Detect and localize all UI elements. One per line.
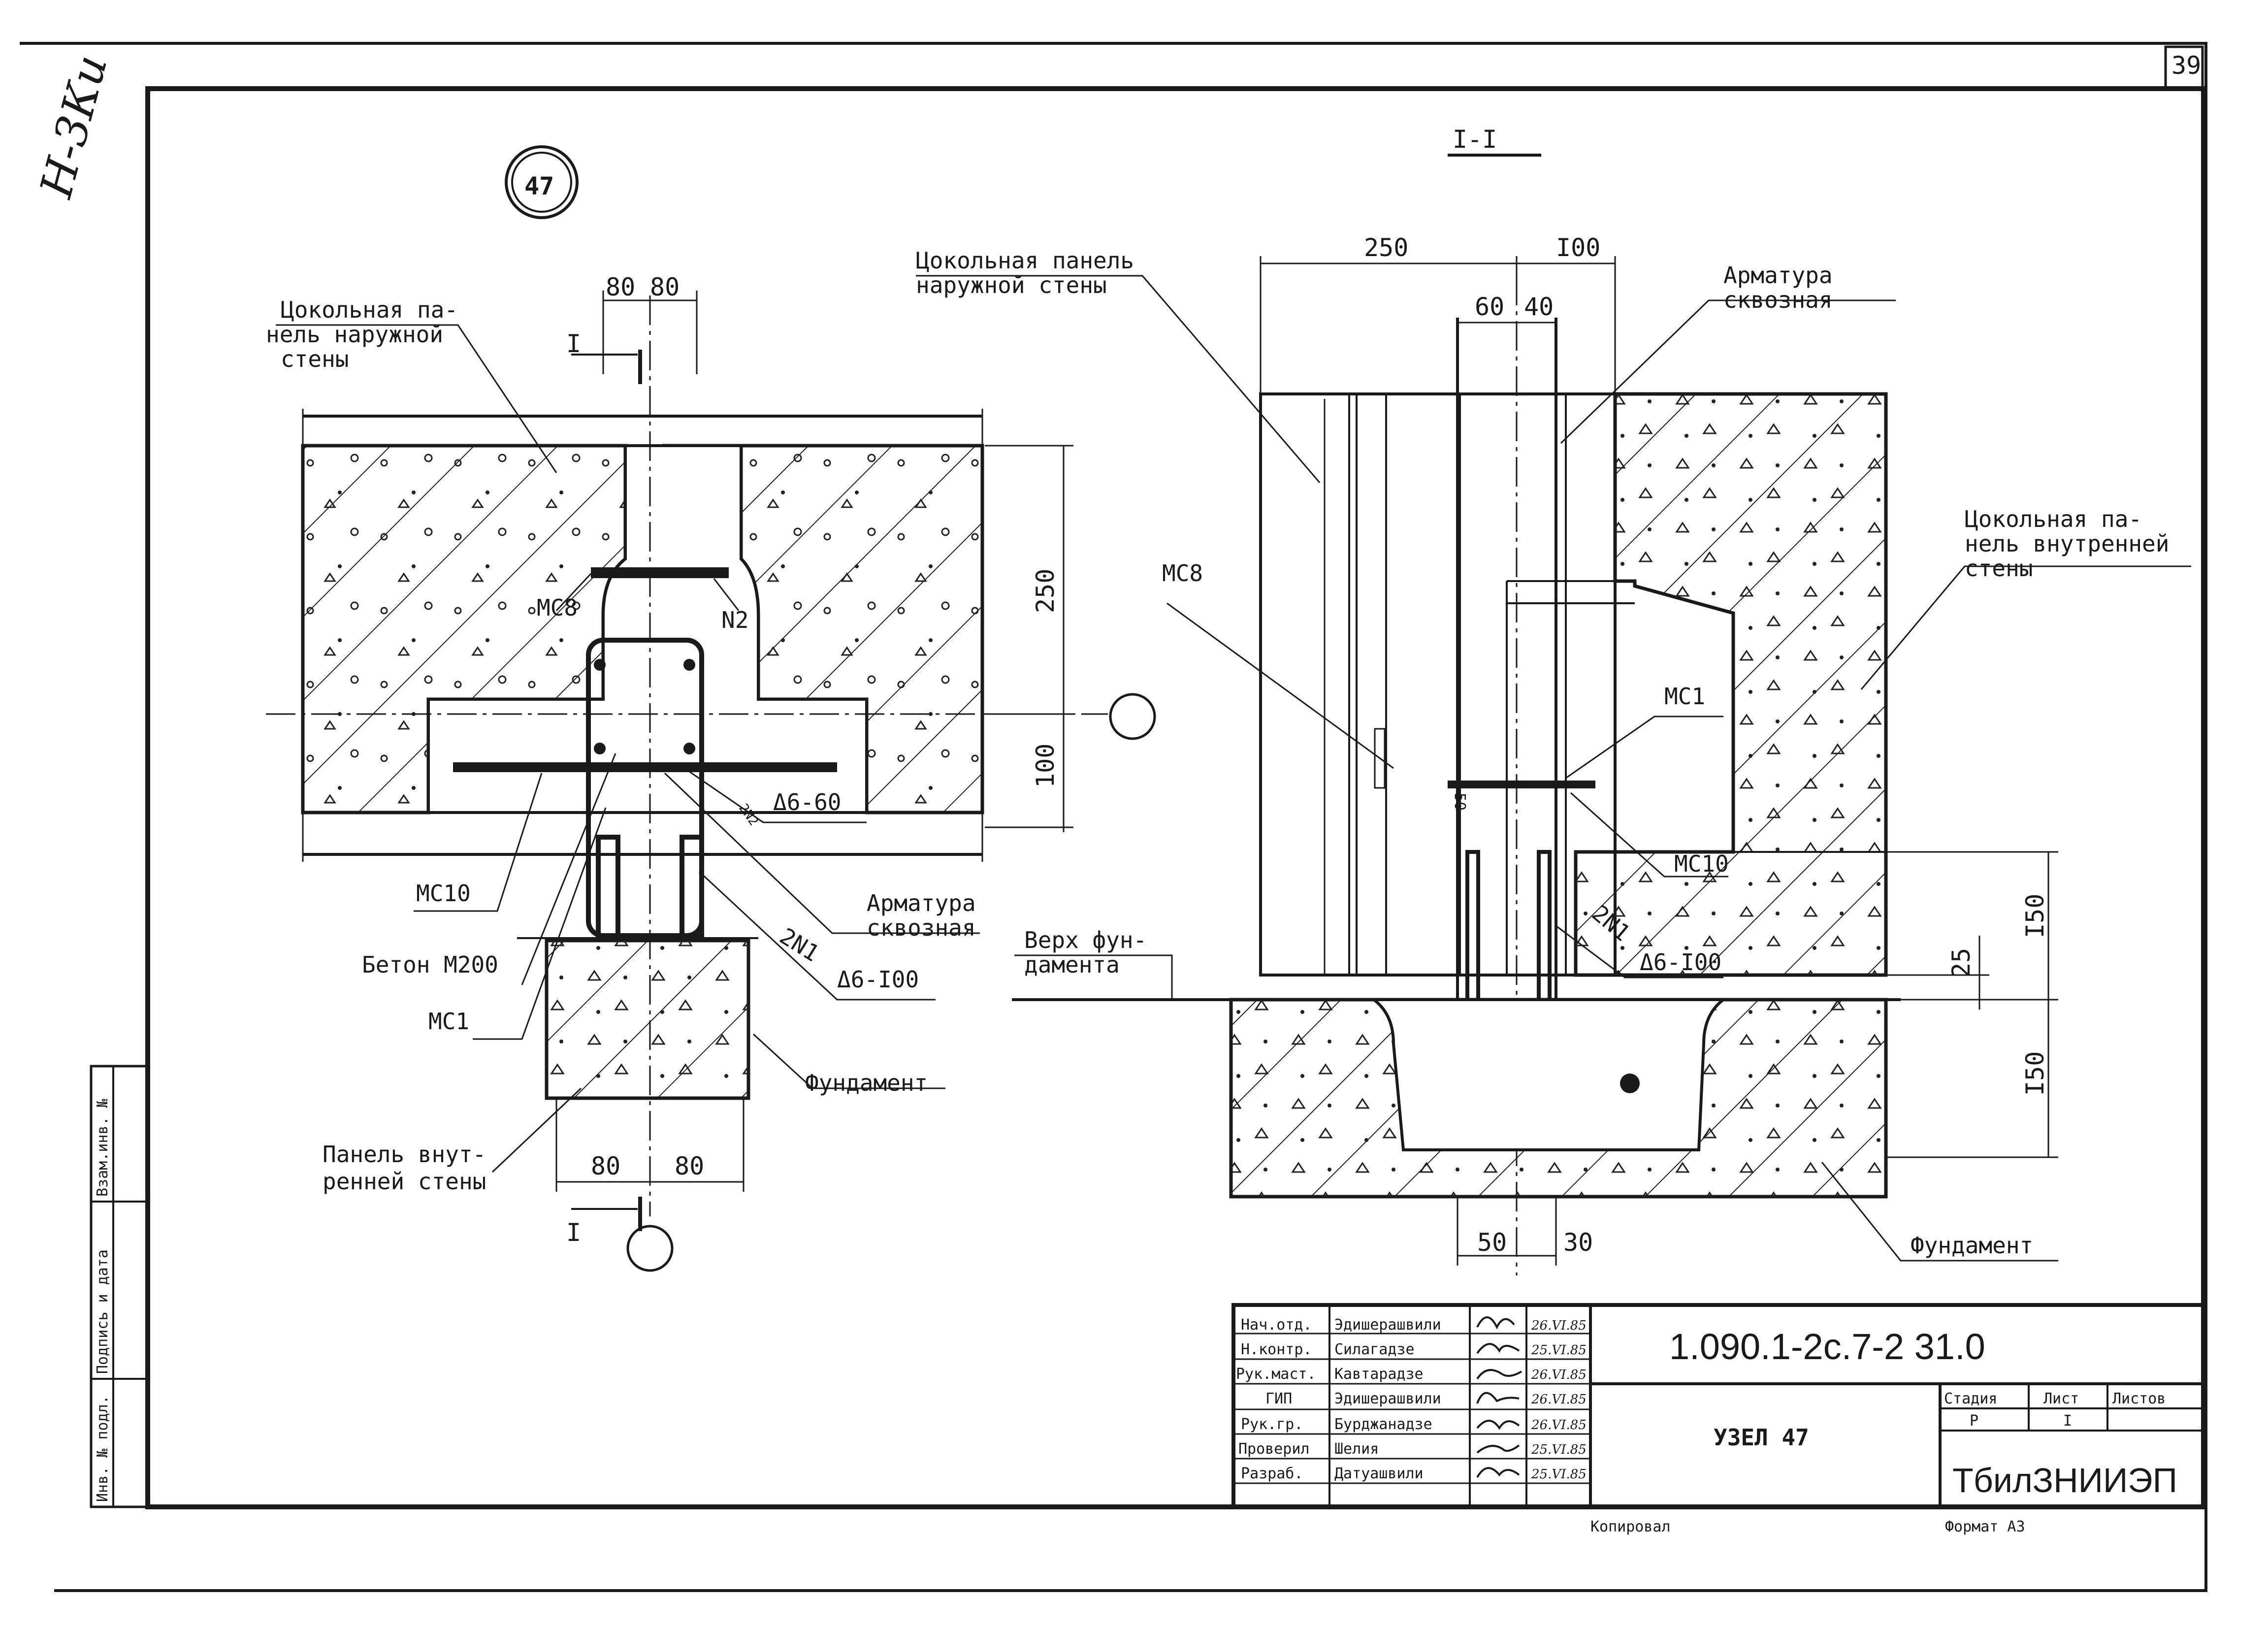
tb-role-2: Рук.маст. <box>1236 1366 1316 1383</box>
tb-date-0: 26.VI.85 <box>1531 1318 1587 1333</box>
stamp-replace: Взам.инв. № <box>94 1099 111 1197</box>
tb-date-3: 26.VI.85 <box>1531 1392 1587 1407</box>
tb-name-0: Эдишерашвили <box>1334 1316 1441 1334</box>
tb-header-sheet: Лист <box>2043 1390 2079 1407</box>
tb-value-sheet: I <box>2063 1412 2072 1430</box>
tb-role-5: Проверил <box>1238 1440 1310 1458</box>
format-label: Формат А3 <box>1945 1518 2025 1535</box>
tb-name-4: Бурджанадзе <box>1334 1416 1432 1433</box>
label-foundation-right: Фундамент <box>1911 1232 2033 1259</box>
label-outer-panel-3: стены <box>281 346 349 372</box>
label-outer-panel-1: Цокольная па- <box>281 296 458 323</box>
tb-date-2: 26.VI.85 <box>1531 1368 1587 1382</box>
tb-value-stage: Р <box>1970 1412 1978 1430</box>
dim-250-left: 250 <box>1031 569 1060 613</box>
tb-name-3: Эдишерашвили <box>1334 1390 1441 1407</box>
drawing-name: УЗЕЛ 47 <box>1714 1424 1809 1451</box>
tb-date-1: 25.VI.85 <box>1531 1343 1587 1358</box>
label-rebar-left-1: Арматура <box>867 890 976 916</box>
stamp-signature: Подпись и дата <box>94 1249 111 1374</box>
dim-150-a: I50 <box>2021 894 2049 938</box>
section-mark-top: I <box>566 329 581 358</box>
organization: ТбилЗНИИЭП <box>1952 1461 2177 1499</box>
label-outer-panel-r-1: Цокольная панель <box>916 247 1134 274</box>
dim-100-right: I00 <box>1556 233 1600 262</box>
label-mc10-left: МС10 <box>416 880 471 907</box>
label-weld-right: Δ6-I00 <box>1640 949 1721 976</box>
dim-150-b: I50 <box>2021 1051 2049 1096</box>
dim-50-vertical: 50 <box>1451 793 1468 811</box>
drawing-code: 1.090.1-2с.7-2 31.0 <box>1669 1326 1985 1367</box>
tb-name-2: Кавтарадзе <box>1334 1366 1424 1383</box>
tb-date-6: 25.VI.85 <box>1531 1467 1587 1482</box>
dim-100-left: 100 <box>1031 744 1060 788</box>
dim-50: 50 <box>1477 1228 1507 1257</box>
label-mc10-right: МС10 <box>1674 850 1729 877</box>
tb-name-6: Датуашвили <box>1334 1465 1424 1482</box>
label-mc1-left: МС1 <box>428 1008 469 1035</box>
label-inner-panel-1: Панель внут- <box>323 1141 486 1168</box>
dim-80-bottom-a: 80 <box>591 1152 620 1180</box>
dim-250-right: 250 <box>1364 233 1408 262</box>
label-outer-panel-r-2: наружной стены <box>916 272 1107 298</box>
tb-name-1: Силагадзе <box>1334 1341 1415 1358</box>
tb-role-1: Н.контр. <box>1241 1341 1312 1358</box>
label-rebar-left-2: сквозная <box>867 914 976 941</box>
label-inner-panel-r-2: нель внутренней <box>1965 530 2169 557</box>
signatures <box>1476 1316 1523 1478</box>
page-number: 39 <box>2171 51 2201 80</box>
section-title: I-I <box>1453 125 1497 154</box>
tb-header-stage: Стадия <box>1944 1390 1997 1407</box>
node-number: 47 <box>524 172 554 200</box>
side-stamp <box>90 1065 149 1508</box>
tb-date-5: 25.VI.85 <box>1531 1442 1587 1457</box>
tb-role-3: ГИП <box>1265 1390 1292 1407</box>
tb-name-5: Шелия <box>1334 1440 1379 1458</box>
label-beton: Бетон М200 <box>362 951 498 978</box>
label-weld-a: Δ6-60 <box>773 789 841 815</box>
tb-role-0: Нач.отд. <box>1241 1316 1312 1334</box>
label-foundation-left: Фундамент <box>805 1070 928 1096</box>
label-inner-panel-r-3: стены <box>1965 555 2033 582</box>
label-foundation-top-2: дамента <box>1024 951 1120 978</box>
label-inner-panel-2: ренней стены <box>323 1168 486 1195</box>
dim-80-top-a: 80 <box>606 273 635 301</box>
right-view <box>916 154 2191 1275</box>
copied-label: Копировал <box>1590 1518 1671 1535</box>
label-rebar-right-1: Арматура <box>1723 262 1833 289</box>
tb-role-6: Разраб. <box>1241 1465 1303 1482</box>
label-mc8-right: МС8 <box>1162 560 1203 586</box>
label-inner-panel-r-1: Цокольная па- <box>1965 506 2142 532</box>
title-block <box>1231 1303 2205 1509</box>
section-mark-bottom: I <box>566 1218 581 1247</box>
tb-header-sheets: Листов <box>2112 1390 2166 1407</box>
dim-80-bottom-b: 80 <box>675 1152 704 1180</box>
label-weld-b: Δ6-I00 <box>837 966 919 993</box>
dim-30: 30 <box>1563 1228 1593 1257</box>
label-rebar-right-2: сквозная <box>1723 287 1833 313</box>
label-weld-b-ref: 2N1 <box>775 923 824 967</box>
label-mc8-left: МС8 <box>537 594 578 621</box>
label-n2: N2 <box>721 607 748 633</box>
tb-role-4: Рук.гр. <box>1241 1416 1303 1433</box>
left-view <box>266 145 1156 1272</box>
tb-date-4: 26.VI.85 <box>1531 1418 1587 1433</box>
label-mc1-right: МС1 <box>1664 683 1705 710</box>
handwritten-mark: Н-3Ки <box>30 50 118 204</box>
dim-60: 60 <box>1475 293 1504 321</box>
label-foundation-top-1: Верх фун- <box>1024 927 1147 953</box>
dim-40: 40 <box>1524 293 1554 321</box>
dim-25: 25 <box>1947 948 1976 977</box>
dim-80-top-b: 80 <box>650 273 680 301</box>
stamp-inv: Инв. № подл. <box>94 1395 111 1502</box>
label-outer-panel-2: нель наружной <box>266 321 443 348</box>
sheet-frame <box>20 42 2207 1592</box>
